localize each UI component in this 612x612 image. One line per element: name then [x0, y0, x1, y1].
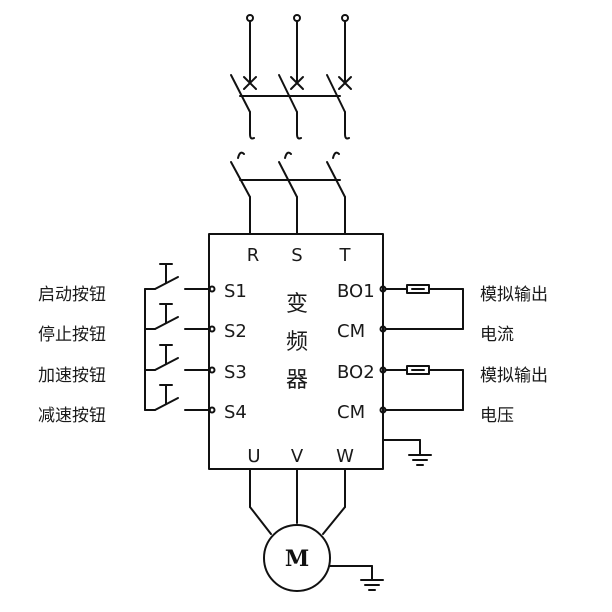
analog-output-1-label: 模拟输出: [480, 285, 548, 305]
inverter-ground-icon: [382, 439, 432, 466]
stop-button-label: 停止按钮: [38, 325, 106, 345]
terminal-v-label: V: [291, 446, 304, 467]
voltage-meter-loop: [384, 365, 464, 411]
terminal-t-label: T: [339, 245, 352, 266]
push-buttons: [144, 263, 211, 411]
motor-ground-icon: [329, 565, 384, 591]
terminal-cm1-label: CM: [337, 321, 365, 342]
start-button-label: 启动按钮: [38, 285, 106, 305]
contactor: [230, 151, 346, 235]
terminal-bo1-label: BO1: [337, 281, 375, 302]
voltage-label: 电压: [480, 406, 514, 426]
terminal-s3-label: S3: [224, 362, 247, 383]
terminal-cm2-label: CM: [337, 402, 365, 423]
terminal-r-label: R: [247, 245, 260, 266]
motor-icon: [263, 524, 331, 592]
terminal-s-label: S: [291, 245, 302, 266]
analog-output-2-label: 模拟输出: [480, 366, 548, 386]
inverter-title-char-3: 器: [286, 368, 308, 393]
motor-symbol: M: [285, 546, 309, 572]
inverter-title-char-1: 变: [286, 292, 308, 317]
accelerate-button-label: 加速按钮: [38, 366, 106, 386]
current-label: 电流: [480, 325, 514, 345]
current-meter-loop: [384, 284, 464, 330]
inverter-title-char-2: 频: [286, 330, 308, 355]
terminal-s1-label: S1: [224, 281, 247, 302]
motor-wiring: [249, 468, 346, 535]
supply-lines: [246, 14, 349, 84]
terminal-w-label: W: [336, 446, 354, 467]
terminal-u-label: U: [247, 446, 260, 467]
decelerate-button-label: 减速按钮: [38, 406, 106, 426]
terminal-s4-label: S4: [224, 402, 247, 423]
circuit-breaker: [230, 74, 352, 140]
terminal-s2-label: S2: [224, 321, 247, 342]
terminal-bo2-label: BO2: [337, 362, 375, 383]
control-inputs: [208, 285, 216, 414]
